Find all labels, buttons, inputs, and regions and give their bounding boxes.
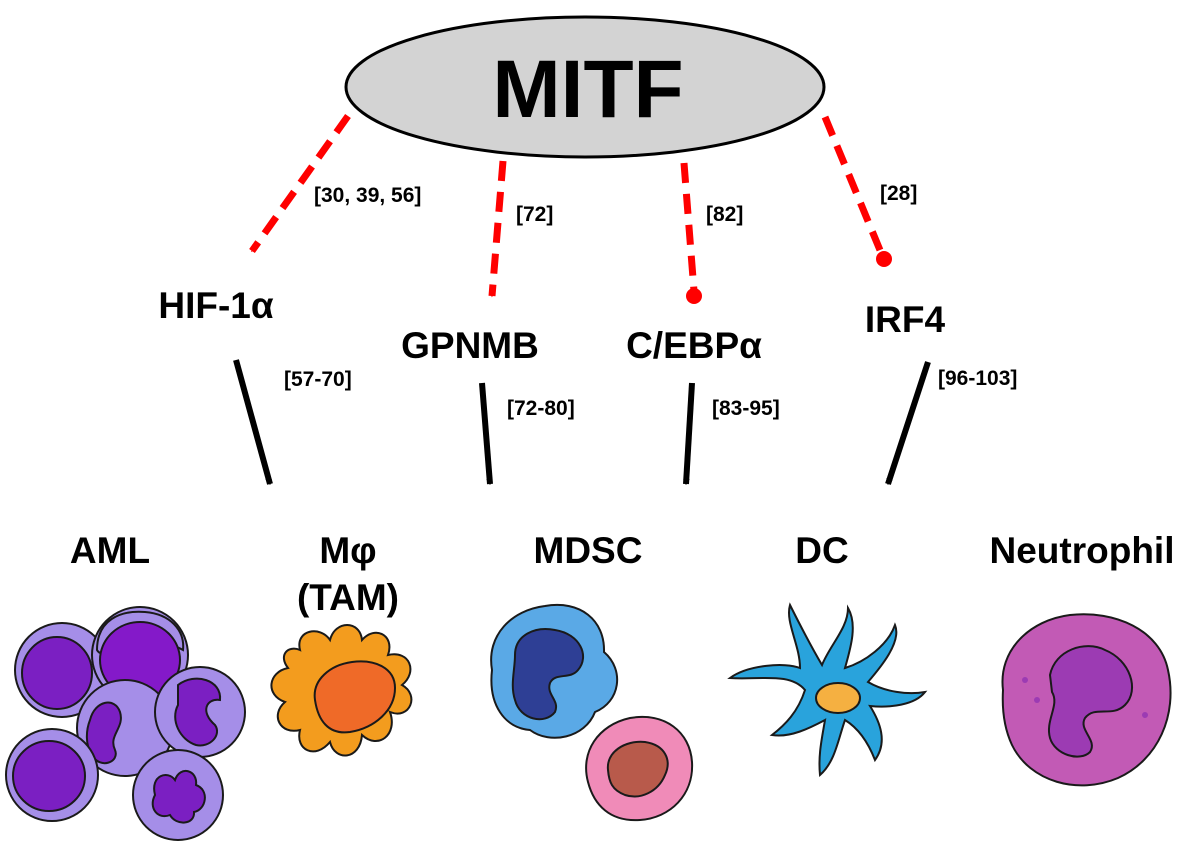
hif1a-label: HIF-1α bbox=[158, 285, 274, 326]
cebpa-target-ref: [83-95] bbox=[712, 397, 780, 420]
cebpa-label: C/EBPα bbox=[626, 325, 762, 366]
macrophage-icon bbox=[270, 624, 413, 757]
mitf-irf4-ref: [28] bbox=[880, 182, 917, 205]
irf4-to-dc-arrow bbox=[885, 361, 931, 484]
cebpa-blunt-end-icon bbox=[686, 288, 702, 304]
dendritic-cell-icon bbox=[727, 602, 928, 778]
hif1a-to-macrophage-arrow bbox=[233, 359, 273, 484]
gpnmb-to-mdsc-arrow bbox=[479, 382, 490, 484]
neutrophil-label: Neutrophil bbox=[990, 530, 1175, 571]
mitf-node: MITF bbox=[344, 15, 826, 159]
macrophage-sublabel: (TAM) bbox=[297, 577, 399, 618]
mitf-cebpa-ref: [82] bbox=[706, 203, 743, 226]
irf4-label: IRF4 bbox=[865, 299, 946, 340]
mitf-ellipse bbox=[344, 15, 826, 159]
dc-label: DC bbox=[795, 530, 848, 571]
mitf-to-gpnmb-arrow bbox=[488, 160, 507, 298]
aml-blast-cells-icon bbox=[5, 606, 246, 841]
mitf-to-cebpa-inhibition bbox=[680, 162, 698, 292]
macrophage-label: Mφ bbox=[319, 530, 376, 571]
hif1a-target-ref: [57-70] bbox=[284, 368, 352, 391]
mitf-gpnmb-ref: [72] bbox=[516, 203, 553, 226]
irf4-blunt-end-icon bbox=[876, 251, 892, 267]
cebpa-to-mdsc-arrow bbox=[686, 382, 695, 484]
gpnmb-label: GPNMB bbox=[401, 325, 539, 366]
mdsc-label: MDSC bbox=[534, 530, 643, 571]
neutrophil-icon bbox=[1001, 613, 1172, 787]
irf4-target-ref: [96-103] bbox=[938, 367, 1017, 390]
mdsc-cells-icon bbox=[490, 603, 694, 822]
mitf-label: MITF bbox=[492, 44, 683, 135]
mitf-hif1a-ref: [30, 39, 56] bbox=[314, 184, 421, 207]
target-arrows bbox=[233, 359, 931, 484]
gpnmb-target-ref: [72-80] bbox=[507, 397, 575, 420]
mitf-to-irf4-inhibition bbox=[821, 115, 886, 257]
mitf-links bbox=[249, 113, 886, 298]
mitf-to-hif1a-arrow bbox=[249, 113, 351, 254]
aml-label: AML bbox=[70, 530, 150, 571]
